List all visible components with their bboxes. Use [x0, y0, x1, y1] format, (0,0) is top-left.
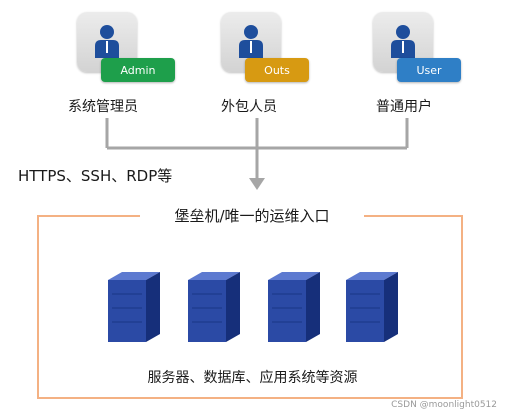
person-icon	[95, 25, 119, 58]
connector-arrowhead	[249, 178, 265, 190]
watermark: CSDN @moonlight0512	[391, 400, 497, 410]
server-icon	[108, 272, 160, 342]
role-badge-outs: Outs	[245, 58, 309, 82]
protocols-label: HTTPS、SSH、RDP等	[18, 167, 173, 185]
resources-caption: 服务器、数据库、应用系统等资源	[147, 370, 358, 386]
user-name-outs: 外包人员	[221, 99, 277, 115]
bastion-title: 堡垒机/唯一的运维入口	[140, 203, 364, 227]
user-name-user: 普通用户	[376, 99, 432, 115]
user-card-user: User	[373, 12, 473, 92]
person-icon	[391, 25, 415, 58]
server-icon	[188, 272, 240, 342]
role-badge-admin: Admin	[101, 58, 175, 82]
role-badge-user: User	[397, 58, 461, 82]
user-card-admin: Admin	[77, 12, 177, 92]
server-icon	[346, 272, 398, 342]
server-icon	[268, 272, 320, 342]
user-name-admin: 系统管理员	[68, 99, 138, 115]
user-card-outs: Outs	[221, 12, 321, 92]
person-icon	[239, 25, 263, 58]
